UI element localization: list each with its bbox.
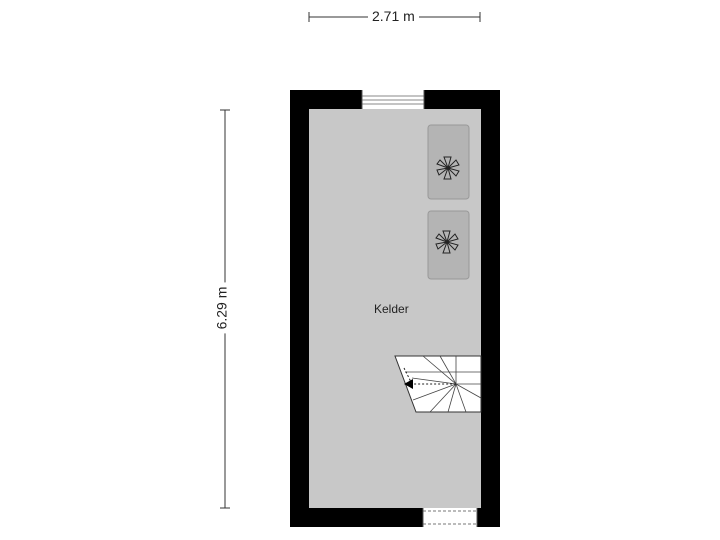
top-window	[361, 90, 425, 109]
bottom-window	[422, 508, 478, 527]
fan-icon	[435, 230, 459, 254]
height-dimension-label: 6.29 m	[213, 282, 230, 334]
room-label-kelder: Kelder	[374, 302, 409, 316]
staircase	[394, 355, 482, 413]
stair-direction-arrow	[404, 379, 413, 389]
fan-unit-1	[427, 124, 470, 200]
fan-icon	[436, 156, 460, 180]
width-dimension-label: 2.71 m	[368, 8, 419, 24]
fan-unit-2	[427, 210, 470, 280]
